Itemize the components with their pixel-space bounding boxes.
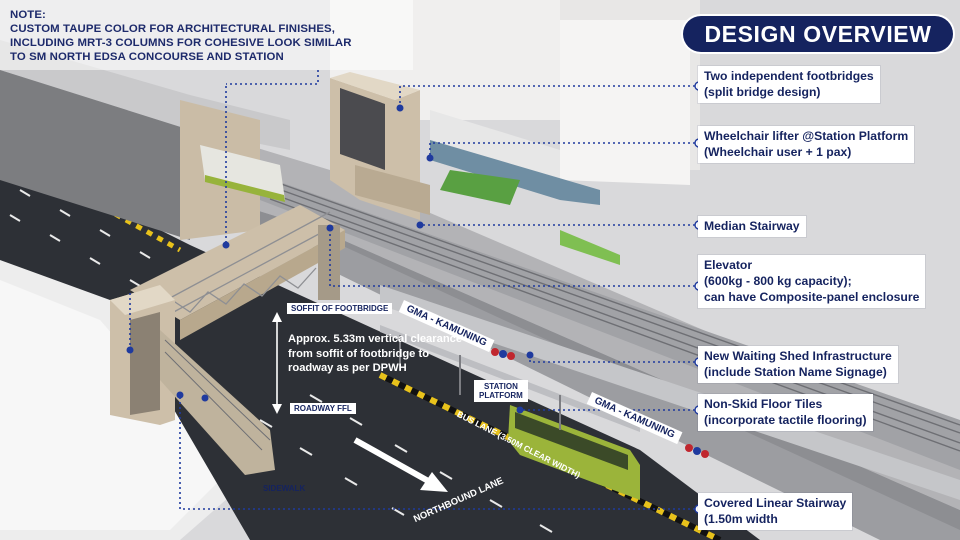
callout-line: New Waiting Shed Infrastructure: [704, 349, 892, 363]
callout-line: (incorporate tactile flooring): [704, 413, 867, 427]
callout-wheelchair-lifter: Wheelchair lifter @Station Platform (Whe…: [698, 126, 915, 163]
callout-floor-tiles: Non-Skid Floor Tiles (incorporate tactil…: [698, 394, 873, 431]
note-line: TO SM NORTH EDSA CONCOURSE AND STATION: [10, 51, 284, 63]
callout-line: Elevator: [704, 258, 753, 272]
callout-line: Two independent footbridges: [704, 69, 874, 83]
note-line: CUSTOM TAUPE COLOR FOR ARCHITECTURAL FIN…: [10, 23, 336, 35]
note-line: NOTE:: [10, 9, 46, 21]
callout-line: Covered Linear Stairway: [704, 496, 847, 510]
callout-line: Non-Skid Floor Tiles: [704, 397, 823, 411]
callout-line: (1.50m width: [704, 512, 778, 526]
callout-linear-stairway: Covered Linear Stairway (1.50m width: [698, 493, 853, 530]
clearance-note: Approx. 5.33m vertical clearance from so…: [288, 332, 462, 376]
callout-line: (split bridge design): [704, 85, 821, 99]
clearance-line: from soffit of footbridge to: [288, 347, 430, 360]
callout-line: (600kg - 800 kg capacity);: [704, 274, 852, 288]
callout-line: (Wheelchair user + 1 pax): [704, 145, 852, 159]
station-label-line: STATION: [483, 382, 518, 391]
station-label-line: PLATFORM: [479, 391, 523, 400]
clearance-line: roadway as per DPWH: [288, 362, 407, 374]
roadway-ffl-label: ROADWAY FFL: [290, 403, 356, 414]
callout-elevator: Elevator (600kg - 800 kg capacity); can …: [698, 255, 926, 308]
callout-waiting-shed: New Waiting Shed Infrastructure (include…: [698, 346, 898, 383]
soffit-label: SOFFIT OF FOOTBRIDGE: [287, 303, 393, 314]
note-line: INCLUDING MRT-3 COLUMNS FOR COHESIVE LOO…: [10, 37, 352, 49]
design-overview-title: DESIGN OVERVIEW: [683, 16, 953, 52]
callout-line: Wheelchair lifter @Station Platform: [704, 129, 909, 143]
sidewalk-label: SIDEWALK: [263, 484, 306, 493]
callout-line: (include Station Name Signage): [704, 365, 887, 379]
clearance-line: Approx. 5.33m vertical clearance: [288, 333, 463, 345]
station-platform-label: STATION PLATFORM: [474, 380, 528, 402]
design-note: NOTE: CUSTOM TAUPE COLOR FOR ARCHITECTUR…: [0, 0, 413, 70]
callout-line: Median Stairway: [704, 219, 800, 233]
callout-median-stairway: Median Stairway: [698, 216, 806, 237]
callout-footbridges: Two independent footbridges (split bridg…: [698, 66, 880, 103]
callout-line: can have Composite-panel enclosure: [704, 290, 920, 304]
